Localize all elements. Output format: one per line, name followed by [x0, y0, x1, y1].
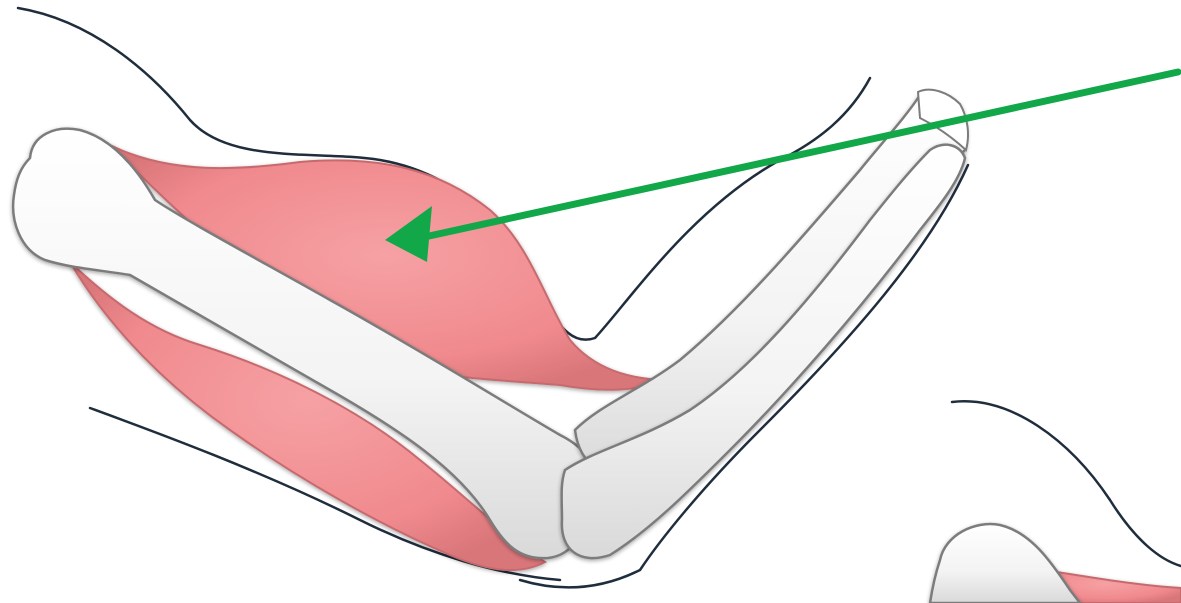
- pointer-arrow-shaft: [420, 72, 1178, 238]
- second-arm-bone: [930, 524, 1080, 603]
- forearm-bone-ulna: [562, 145, 965, 558]
